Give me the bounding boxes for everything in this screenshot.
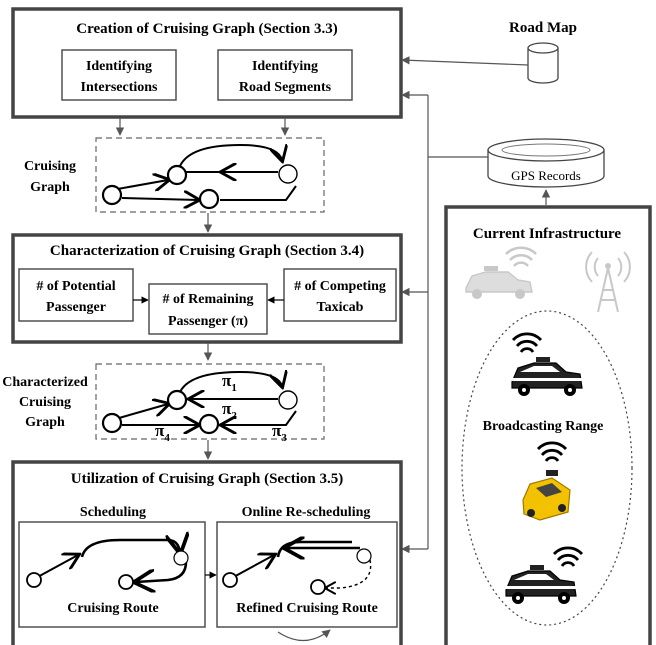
road-segments-line1: Identifying — [252, 59, 318, 74]
intersections-box — [61, 49, 177, 101]
creation-section: Creation of Cruising Graph (Section 3.3)… — [11, 7, 403, 119]
remaining-line1: # of Remaining — [163, 292, 254, 307]
characterization-section: Characterization of Cruising Graph (Sect… — [11, 233, 403, 344]
characterized-graph-frame — [95, 363, 325, 440]
taxi-icon-3 — [505, 546, 584, 604]
cruising-graph: Cruising Graph — [24, 137, 325, 213]
gps-records-database: GPS Records — [487, 138, 605, 188]
remaining-line2: Passenger (π) — [168, 314, 248, 329]
rescheduling-loop-arrow — [277, 629, 331, 642]
online-rescheduling-label: Online Re-scheduling — [242, 505, 371, 520]
potential-line2: Passenger — [46, 300, 106, 315]
cruising-graph-label-1: Cruising — [24, 159, 76, 174]
taxi-icon-1 — [511, 332, 583, 396]
infrastructure-section: Current Infrastructure — [444, 205, 652, 645]
characterized-label-2: Cruising — [19, 395, 71, 410]
remaining-passenger-box — [148, 283, 268, 335]
cruising-route-label: Cruising Route — [67, 601, 158, 616]
characterized-label-3: Graph — [25, 415, 65, 430]
pi-3-label: π3 — [272, 421, 287, 444]
gps-records-label: GPS Records — [511, 168, 581, 183]
road-map-label: Road Map — [509, 20, 577, 36]
competing-line1: # of Competing — [294, 279, 386, 294]
roadmap-to-creation-arrow — [401, 56, 529, 66]
cruising-graph-label-2: Graph — [30, 180, 70, 195]
characterization-title: Characterization of Cruising Graph (Sect… — [50, 243, 364, 259]
utilization-section: Utilization of Cruising Graph (Section 3… — [11, 460, 403, 645]
road-map-database: Road Map — [509, 20, 577, 84]
pi-4-label: π4 — [155, 421, 170, 444]
infrastructure-title: Current Infrastructure — [473, 226, 622, 242]
characterized-label-1: Characterized — [2, 375, 88, 390]
competing-taxicab-box — [283, 268, 397, 322]
faded-taxi-icon — [465, 246, 537, 299]
characterized-graph: Characterized Cruising Graph π1 π2 π3 π4 — [2, 363, 325, 444]
refined-route-label: Refined Cruising Route — [236, 601, 378, 616]
scheduling-label: Scheduling — [80, 505, 146, 520]
utilization-title: Utilization of Cruising Graph (Section 3… — [71, 471, 344, 487]
pi-2-label: π2 — [222, 399, 237, 422]
creation-title: Creation of Cruising Graph (Section 3.3) — [76, 21, 337, 37]
intersections-line1: Identifying — [86, 59, 152, 74]
faded-tower-icon — [585, 251, 631, 313]
potential-passenger-box — [18, 268, 134, 322]
competing-line2: Taxicab — [317, 300, 364, 315]
online-rescheduling-box — [216, 521, 398, 628]
cruising-graph-frame — [95, 137, 325, 213]
broadcast-range-ellipse — [461, 310, 633, 626]
road-segments-line2: Road Segments — [239, 80, 332, 95]
pi-1-label: π1 — [222, 371, 237, 394]
road-segments-box — [217, 49, 353, 101]
potential-line1: # of Potential — [36, 279, 115, 294]
yellow-taxi-icon — [522, 441, 571, 521]
intersections-line2: Intersections — [81, 80, 159, 95]
broadcasting-range-label: Broadcasting Range — [483, 419, 604, 434]
